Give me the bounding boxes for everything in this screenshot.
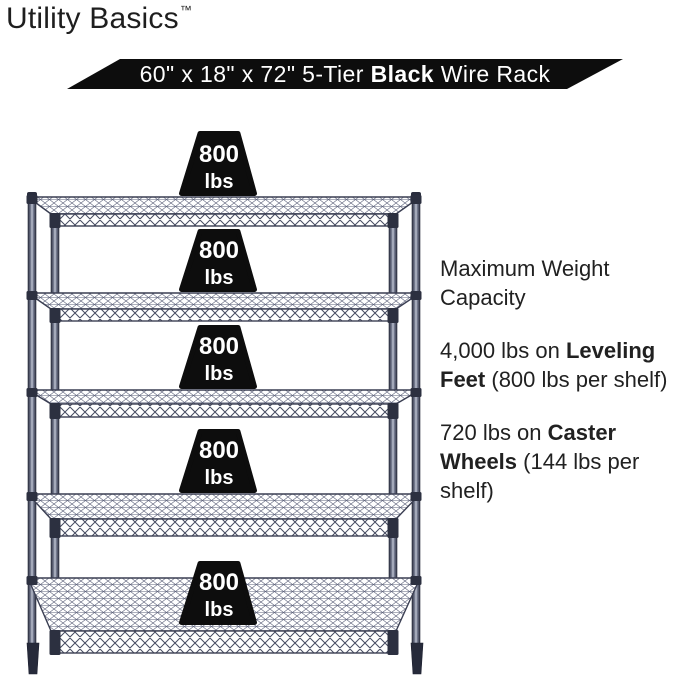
leveling-feet [26, 642, 424, 675]
weight-badge-1: 800 lbs [179, 131, 257, 196]
shelf-3 [27, 389, 421, 418]
capacity-details: Maximum Weight Capacity 4,000 lbs on Lev… [440, 254, 679, 529]
weight-badge-3: 800 lbs [179, 325, 257, 389]
weight-badge-2: 800 lbs [179, 229, 257, 292]
badge-unit: lbs [205, 599, 234, 621]
capacity-text-suffix: (800 lbs per shelf) [485, 367, 668, 392]
badge-value: 800 [199, 437, 239, 464]
badge-unit: lbs [205, 363, 234, 385]
shelf-1 [27, 196, 421, 227]
capacity-text-bold: Leveling Feet [440, 338, 656, 392]
shelf-collars [26, 195, 422, 655]
banner-text-prefix: 60" x 18" x 72" 5-Tier [139, 61, 371, 87]
capacity-text-prefix: 4,000 lbs on [440, 338, 566, 363]
badge-unit: lbs [205, 267, 234, 289]
shelf-2 [27, 292, 421, 322]
banner-text-bold: Black [370, 61, 434, 87]
badge-unit: lbs [205, 467, 234, 489]
capacity-text-suffix: (144 lbs per shelf) [440, 449, 640, 503]
badge-value: 800 [199, 333, 239, 360]
badge-value: 800 [199, 237, 239, 264]
banner-text-suffix: Wire Rack [433, 61, 551, 87]
leveling-feet-capacity: 4,000 lbs on Leveling Feet (800 lbs per … [440, 336, 679, 394]
brand-logo: Utility Basics™ [6, 2, 192, 36]
post-front-right [388, 218, 398, 634]
badge-value: 800 [199, 141, 239, 168]
caster-wheels-capacity: 720 lbs on Caster Wheels (144 lbs per sh… [440, 418, 679, 505]
shelf-4 [27, 493, 421, 537]
weight-badge-5: 800 lbs [179, 561, 257, 625]
capacity-heading: Maximum Weight Capacity [440, 256, 610, 310]
brand-name: Utility Basics [6, 2, 179, 35]
leveling-foot-left [26, 642, 40, 675]
title-banner: 60" x 18" x 72" 5-Tier Black Wire Rack [67, 59, 623, 89]
post-front-left [50, 218, 60, 634]
badge-unit: lbs [205, 171, 234, 193]
trademark-symbol: ™ [179, 3, 193, 17]
badge-value: 800 [199, 569, 239, 596]
capacity-text-prefix: 720 lbs on [440, 420, 548, 445]
leveling-foot-right [410, 642, 424, 675]
weight-badge-4: 800 lbs [179, 429, 257, 493]
capacity-text-bold: Caster Wheels [440, 420, 617, 474]
